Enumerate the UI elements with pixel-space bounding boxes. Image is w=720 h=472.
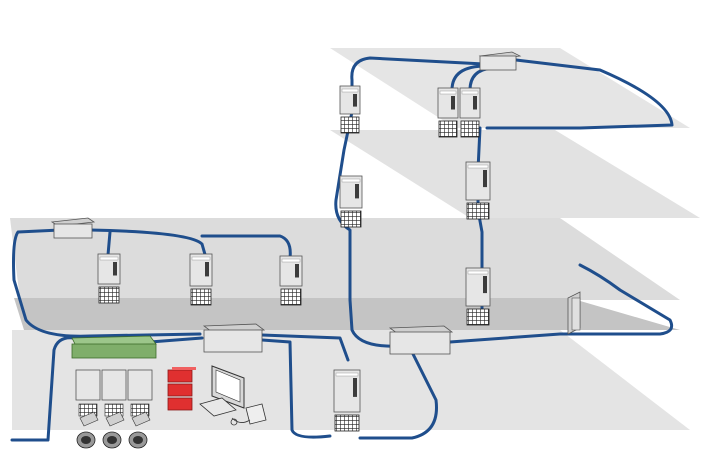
cable-middle-top [88, 228, 292, 260]
fan-grille-icon [466, 202, 490, 220]
drive-middle-3[interactable] [279, 255, 303, 306]
drive-display-panel [473, 96, 477, 110]
drive-top-pair-b[interactable] [459, 87, 481, 138]
fan-grille-icon [334, 414, 360, 432]
fan-grille-icon [190, 288, 212, 306]
drive-middle-2[interactable] [189, 253, 213, 306]
drive-top-pair-a[interactable] [437, 87, 459, 138]
cable-bottom-left [10, 336, 76, 442]
drive-cabinets [97, 85, 491, 432]
hub-middle-left[interactable] [50, 217, 96, 239]
drive-display-panel [355, 184, 359, 199]
fan-grille-icon [460, 120, 480, 138]
cable-middle-right [448, 263, 674, 344]
drive-display-panel [113, 262, 117, 276]
drive-display-panel [295, 264, 299, 278]
cable-bottom-to-switch [148, 336, 204, 344]
cable-middle-left [12, 228, 202, 338]
floor-plane-top [330, 48, 690, 128]
fan-grille-icon [340, 210, 362, 228]
servo-drives-bottom [75, 369, 153, 449]
drive-display-panel [483, 276, 487, 294]
cable-bottom-hub-right [260, 338, 332, 439]
drive-middle-right[interactable] [465, 267, 491, 326]
hub-bottom-right[interactable] [388, 325, 454, 355]
keyboard-icon [199, 397, 237, 417]
printer-icon [245, 403, 267, 425]
drive-display-panel [483, 170, 487, 188]
servo-drive-1[interactable] [75, 369, 101, 449]
fan-grille-icon [98, 286, 120, 304]
drive-display-panel [205, 262, 209, 277]
floor-plane-middle-shadow [14, 298, 680, 330]
drive-top-left[interactable] [339, 85, 361, 134]
cable-top-right [485, 58, 674, 130]
fan-grille-icon [438, 120, 458, 138]
hub-boxes [50, 51, 522, 355]
motor-icon [128, 411, 151, 449]
drive-bottom-center[interactable] [333, 369, 361, 432]
drive-middle-1[interactable] [97, 253, 121, 304]
floor-plane-upper [330, 130, 700, 218]
network-switch[interactable] [71, 335, 157, 359]
drive-display-panel [353, 378, 357, 397]
fan-grille-icon [280, 288, 302, 306]
fan-grille-icon [340, 116, 360, 134]
motor-icon [102, 411, 125, 449]
drive-display-panel [353, 94, 357, 107]
cable-backbone-left [334, 110, 402, 348]
workstation-pc[interactable] [199, 365, 267, 426]
fan-grille-icon [466, 308, 490, 326]
floor-plane-middle [10, 218, 680, 300]
servo-drive-3[interactable] [127, 369, 153, 449]
wall-panel[interactable] [567, 291, 581, 335]
cable-bottom-far-right [358, 350, 438, 440]
storage-stack[interactable] [167, 367, 196, 411]
motor-icon [76, 411, 99, 449]
hub-top[interactable] [478, 51, 522, 71]
drive-upper-left[interactable] [339, 175, 363, 228]
servo-drive-2[interactable] [101, 369, 127, 449]
cable-top-loop [350, 56, 486, 94]
hub-bottom-center[interactable] [202, 323, 266, 353]
drive-upper-right[interactable] [465, 161, 491, 220]
cable-bottom-hub-drive [260, 333, 350, 362]
drive-display-panel [451, 96, 455, 110]
